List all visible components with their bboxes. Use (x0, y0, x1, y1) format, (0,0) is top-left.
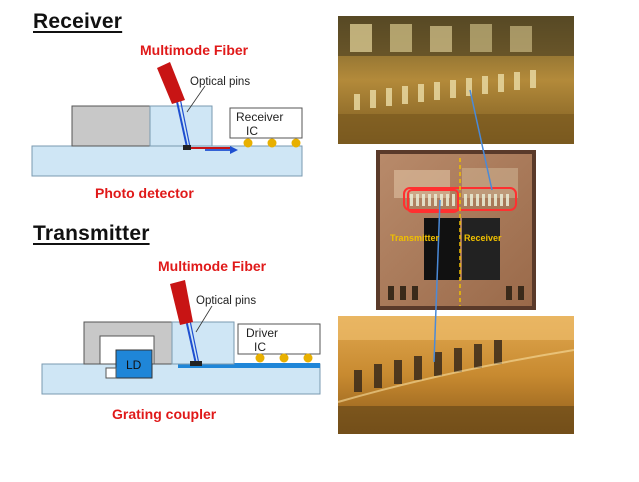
driver-ic-label-line2: IC (254, 340, 266, 354)
chip-transmitter-label: Transmitter (390, 233, 440, 243)
top-photo-pins (338, 16, 574, 144)
photo-detector (183, 145, 191, 150)
transmitter-pin-block (171, 321, 235, 365)
transmitter-title: Transmitter (33, 222, 150, 245)
laser-diode (115, 349, 153, 379)
transmitter-substrate (41, 363, 321, 395)
chip-photo (376, 150, 536, 310)
receiver-ic (229, 107, 303, 139)
chip-receiver-label: Receiver (464, 233, 502, 243)
ld-label: LD (126, 358, 142, 372)
transmitter-fiber (170, 280, 193, 325)
receiver-pin-block (149, 105, 213, 147)
grating-coupler-label: Grating coupler (112, 406, 217, 422)
photo-detector-label: Photo detector (95, 185, 194, 201)
receiver-substrate (31, 145, 303, 177)
transmitter-diagram (41, 280, 321, 395)
receiver-fiber (157, 62, 185, 104)
grating-coupler (190, 361, 202, 366)
driver-ic (237, 323, 321, 355)
receiver-pins-label: Optical pins (190, 76, 251, 88)
receiver-housing (71, 105, 153, 147)
bottom-photo-pins (337, 316, 575, 434)
receiver-ic-label-line1: Receiver (236, 110, 284, 124)
receiver-diagram (31, 62, 303, 177)
photo-panel (337, 16, 575, 434)
receiver-ic-label-line2: IC (246, 124, 258, 138)
driver-ic-label-line1: Driver (246, 326, 278, 340)
receiver-title: Receiver (33, 10, 123, 33)
transmitter-fiber-label: Multimode Fiber (158, 258, 267, 274)
receiver-fiber-label: Multimode Fiber (140, 42, 249, 58)
transmitter-pins-label: Optical pins (196, 295, 257, 307)
